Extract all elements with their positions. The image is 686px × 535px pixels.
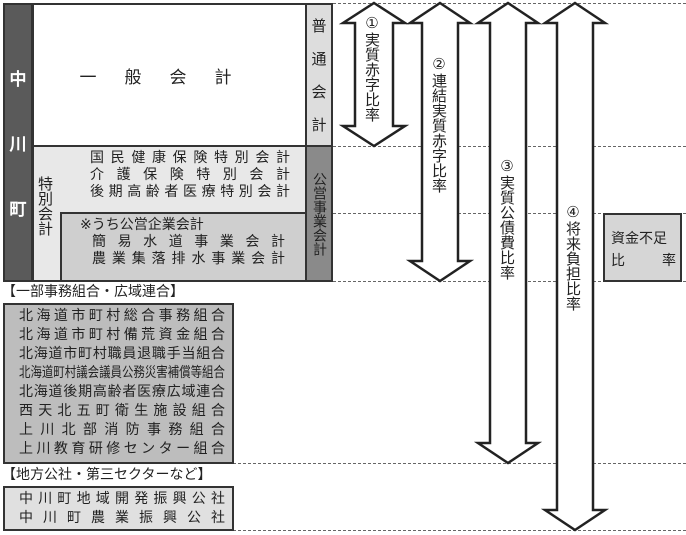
char: 普 — [311, 17, 327, 35]
list-item: 北海道市町村職員退職手当組合 — [19, 346, 225, 362]
ratio-arrow-4 — [540, 1, 610, 532]
ratio-text: 実質公債費比率 — [498, 175, 516, 280]
fund-shortage-ratio-box: 資金不足 比 率 — [603, 213, 682, 282]
ratio-label-4: ④将来負担比率 — [564, 203, 582, 311]
ratio-label-1: ①実質赤字比率 — [363, 14, 381, 122]
list-item: 中川町地域開発振興公社 — [19, 491, 225, 507]
ratio-arrow-1 — [338, 1, 410, 148]
enterprise-heading: ※うち公営企業会計 — [80, 217, 204, 233]
town-char: 町 — [9, 200, 27, 220]
ratio-number: ② — [430, 55, 448, 73]
list-item: 中川町農業振興公社 — [19, 510, 225, 526]
ratio-text: 将来負担比率 — [564, 221, 582, 311]
shortage-char: 比 — [611, 253, 625, 269]
divider-line — [233, 530, 686, 531]
special-account-item: 介護保険特別会計 — [90, 167, 290, 183]
list-item: 上川教育研修センター組合 — [19, 441, 225, 457]
special-account-list: 国民健康保険特別会計 介護保険特別会計 後期高齢者医療特別会計 — [90, 150, 290, 201]
char: 会 — [311, 83, 327, 101]
shortage-char: 率 — [662, 253, 676, 269]
public-enterprise-text: 公営事業会計 — [311, 171, 327, 256]
special-account-label: 特別会計 — [36, 176, 54, 236]
shortage-line1: 資金不足 — [611, 231, 667, 247]
ratio-label-2: ②連結実質赤字比率 — [430, 55, 448, 193]
public-enterprise-list: ※うち公営企業会計 簡易水道事業会計 農業集落排水事業会計 — [80, 217, 285, 268]
enterprise-item: 簡易水道事業会計 — [92, 234, 285, 250]
list-item: 上川北部消防事務組合 — [19, 422, 225, 438]
ratio-number: ① — [363, 14, 381, 32]
list-item: 北海道後期高齢者医療広域連合 — [19, 384, 225, 400]
special-account-item: 国民健康保険特別会計 — [90, 150, 290, 166]
divider-line — [233, 463, 686, 464]
char: 通 — [311, 50, 327, 68]
general-account-box: 一般会計 — [32, 3, 307, 147]
ratio-number: ③ — [498, 157, 516, 175]
public-enterprise-box — [60, 212, 307, 282]
ratio-arrow-3 — [473, 1, 543, 465]
corporations-box: 中川町地域開発振興公社中川町農業振興公社 — [3, 486, 234, 531]
ratio-arrow-2 — [405, 1, 475, 283]
ratio-number: ④ — [564, 203, 582, 221]
corporations-heading: 【地方公社・第三セクターなど】 — [2, 467, 212, 483]
char: 計 — [311, 116, 327, 134]
ratio-text: 実質赤字比率 — [363, 32, 381, 122]
town-char: 川 — [9, 135, 27, 155]
ratio-label-3: ③実質公債費比率 — [498, 157, 516, 280]
associations-heading: 【一部事務組合・広域連合】 — [2, 284, 184, 300]
list-item: 北海道町村議会議員公務災害補償等組合 — [19, 365, 225, 381]
town-char: 中 — [9, 70, 27, 90]
ratio-text: 連結実質赤字比率 — [430, 73, 448, 193]
associations-box: 北海道市町村総合事務組合北海道市町村備荒資金組合北海道市町村職員退職手当組合北海… — [3, 303, 234, 464]
special-account-item: 後期高齢者医療特別会計 — [90, 184, 290, 200]
list-item: 北海道市町村備荒資金組合 — [19, 327, 225, 343]
list-item: 北海道市町村総合事務組合 — [19, 308, 225, 324]
general-account-label: 一般会計 — [79, 67, 260, 88]
ordinary-account-label: 普 通 会 計 — [305, 3, 333, 147]
enterprise-item: 農業集落排水事業会計 — [92, 251, 285, 267]
list-item: 西天北五町衛生施設組合 — [19, 403, 225, 419]
